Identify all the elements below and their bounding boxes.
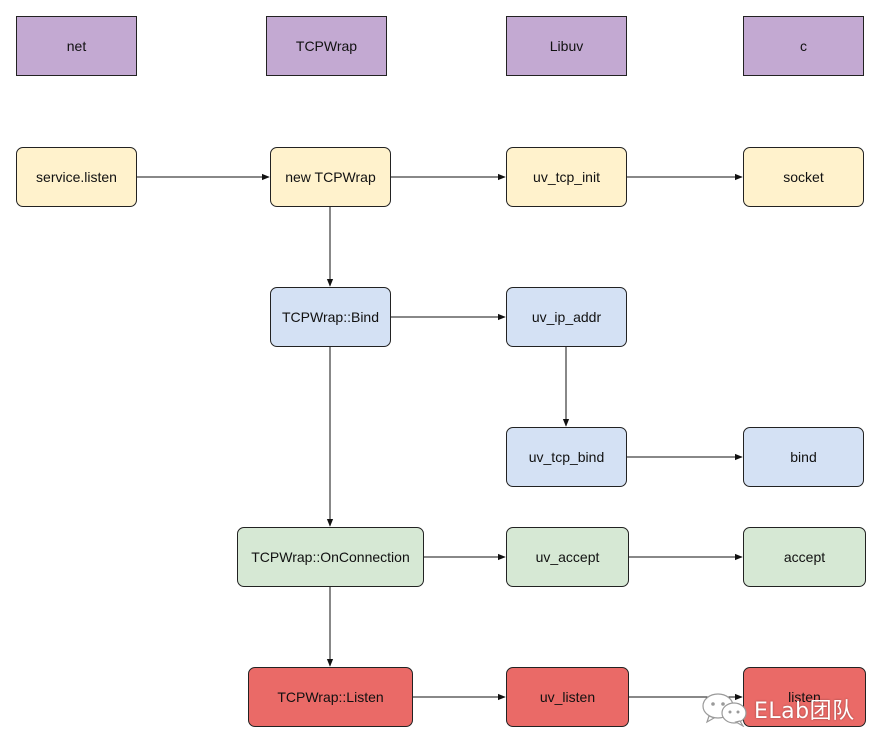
header-tcpwrap: TCPWrap <box>266 16 387 76</box>
node-bind: bind <box>743 427 864 487</box>
node-tcpwrap-bind: TCPWrap::Bind <box>270 287 391 347</box>
node-tcpwrap-listen: TCPWrap::Listen <box>248 667 413 727</box>
node-uv-ip-addr: uv_ip_addr <box>506 287 627 347</box>
node-accept: accept <box>743 527 866 587</box>
node-socket: socket <box>743 147 864 207</box>
node-tcpwrap-onconnection: TCPWrap::OnConnection <box>237 527 424 587</box>
node-service-listen: service.listen <box>16 147 137 207</box>
header-c: c <box>743 16 864 76</box>
node-uv-tcp-bind: uv_tcp_bind <box>506 427 627 487</box>
node-listen: listen <box>743 667 866 727</box>
node-new-tcpwrap: new TCPWrap <box>270 147 391 207</box>
node-uv-tcp-init: uv_tcp_init <box>506 147 627 207</box>
node-uv-accept: uv_accept <box>506 527 629 587</box>
node-uv-listen: uv_listen <box>506 667 629 727</box>
header-libuv: Libuv <box>506 16 627 76</box>
header-net: net <box>16 16 137 76</box>
